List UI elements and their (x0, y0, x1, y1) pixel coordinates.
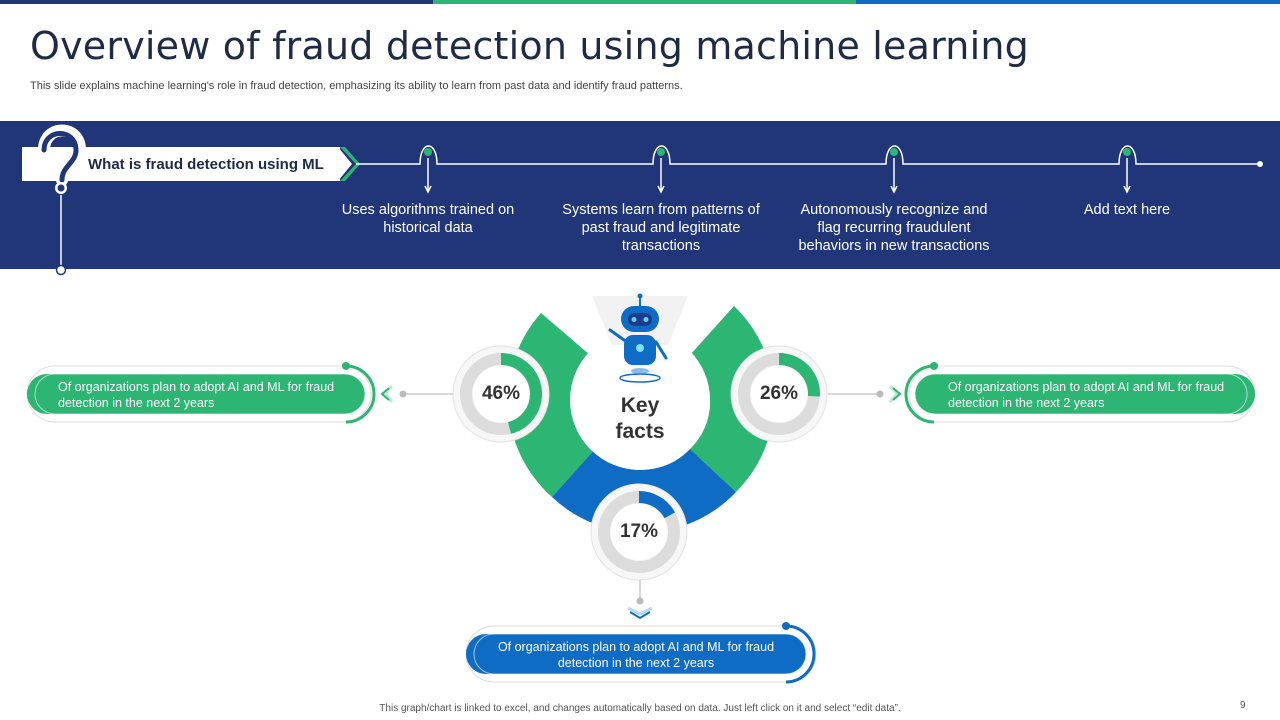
timeline (356, 145, 1260, 194)
page-number: 9 (1240, 700, 1246, 711)
timeline-dot (890, 148, 898, 156)
key-facts-line-1: Key (620, 394, 660, 417)
stat-badge-left (452, 345, 550, 443)
banner-heading: What is fraud detection using ML (88, 156, 324, 173)
page-subtitle: This slide explains machine learning's r… (30, 80, 683, 92)
stat-badge-right (730, 345, 828, 443)
stat-value-left: 46% (481, 383, 521, 404)
stat-value-right: 26% (759, 383, 799, 404)
robot-icon (592, 293, 688, 383)
banner-band (0, 121, 1280, 269)
top-accent-blue (856, 0, 1280, 4)
footer-note: This graph/chart is linked to excel, and… (379, 703, 901, 714)
connector-left (380, 385, 453, 403)
timeline-end-dot (1257, 161, 1263, 167)
key-facts-label: Key facts (580, 393, 700, 445)
timeline-dot (1123, 148, 1131, 156)
timeline-dot (424, 148, 432, 156)
timeline-step-1: Uses algorithms trained on historical da… (341, 202, 515, 236)
timeline-step-3: Autonomously recognize and flag recurrin… (798, 202, 990, 254)
stat-text-right: Of organizations plan to adopt AI and ML… (948, 380, 1225, 410)
stat-pill-right (904, 362, 1256, 424)
connector-bottom (627, 580, 653, 620)
top-accent-green (433, 0, 856, 4)
stat-value-bottom: 17% (619, 521, 659, 542)
stat-text-left: Of organizations plan to adopt AI and ML… (58, 380, 335, 410)
question-connector-dot (55, 264, 67, 276)
stat-text-bottom: Of organizations plan to adopt AI and ML… (497, 640, 775, 670)
key-facts-line-2: facts (615, 420, 665, 443)
top-accent-navy (0, 0, 433, 4)
timeline-step-2: Systems learn from patterns of past frau… (562, 202, 760, 254)
stat-pill-left (26, 362, 376, 424)
stat-pill-bottom (465, 622, 817, 684)
connector-right (828, 385, 902, 403)
timeline-dot (657, 148, 665, 156)
timeline-step-4: Add text here (1083, 202, 1171, 218)
stat-badge-bottom (590, 483, 688, 581)
page-title: Overview of fraud detection using machin… (30, 24, 1029, 68)
question-mark-icon (38, 124, 87, 194)
